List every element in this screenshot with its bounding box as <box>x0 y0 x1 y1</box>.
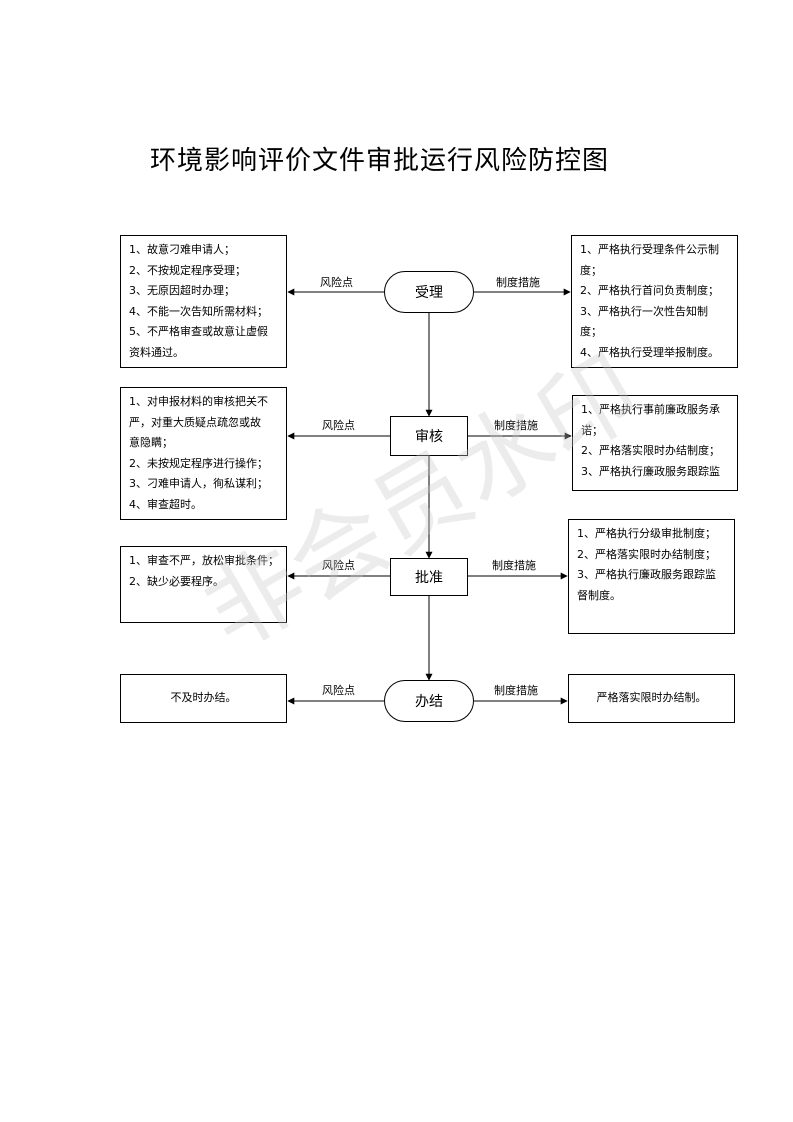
step-node-review: 审核 <box>390 416 468 456</box>
page-title: 环境影响评价文件审批运行风险防控图 <box>150 146 610 176</box>
step-node-complete: 办结 <box>384 680 474 722</box>
risk-box-review: 1、对申报材料的审核把关不 严，对重大质疑点疏忽或故 意隐瞒； 2、未按规定程序… <box>120 387 287 520</box>
measure-box-accept: 1、严格执行受理条件公示制 度； 2、严格执行首问负责制度； 3、严格执行一次性… <box>571 235 738 368</box>
measure-label-1: 制度措施 <box>496 276 540 289</box>
risk-box-complete: 不及时办结。 <box>120 674 287 723</box>
risk-label-3: 风险点 <box>322 559 355 572</box>
step-node-approve: 批准 <box>390 558 468 596</box>
step-node-accept: 受理 <box>384 271 474 313</box>
risk-box-approve: 1、审查不严，放松审批条件； 2、缺少必要程序。 <box>120 546 287 623</box>
measure-label-2: 制度措施 <box>494 419 538 432</box>
measure-box-approve: 1、严格执行分级审批制度； 2、严格落实限时办结制度； 3、严格执行廉政服务跟踪… <box>568 519 735 634</box>
measure-label-3: 制度措施 <box>492 559 536 572</box>
risk-box-accept: 1、故意刁难申请人； 2、不按规定程序受理； 3、无原因超时办理； 4、不能一次… <box>120 235 287 368</box>
measure-box-complete: 严格落实限时办结制。 <box>568 674 735 723</box>
measure-label-4: 制度措施 <box>494 684 538 697</box>
risk-label-2: 风险点 <box>322 419 355 432</box>
measure-box-review: 1、严格执行事前廉政服务承 诺； 2、严格落实限时办结制度； 3、严格执行廉政服… <box>572 395 738 491</box>
risk-label-1: 风险点 <box>320 276 353 289</box>
risk-label-4: 风险点 <box>322 684 355 697</box>
